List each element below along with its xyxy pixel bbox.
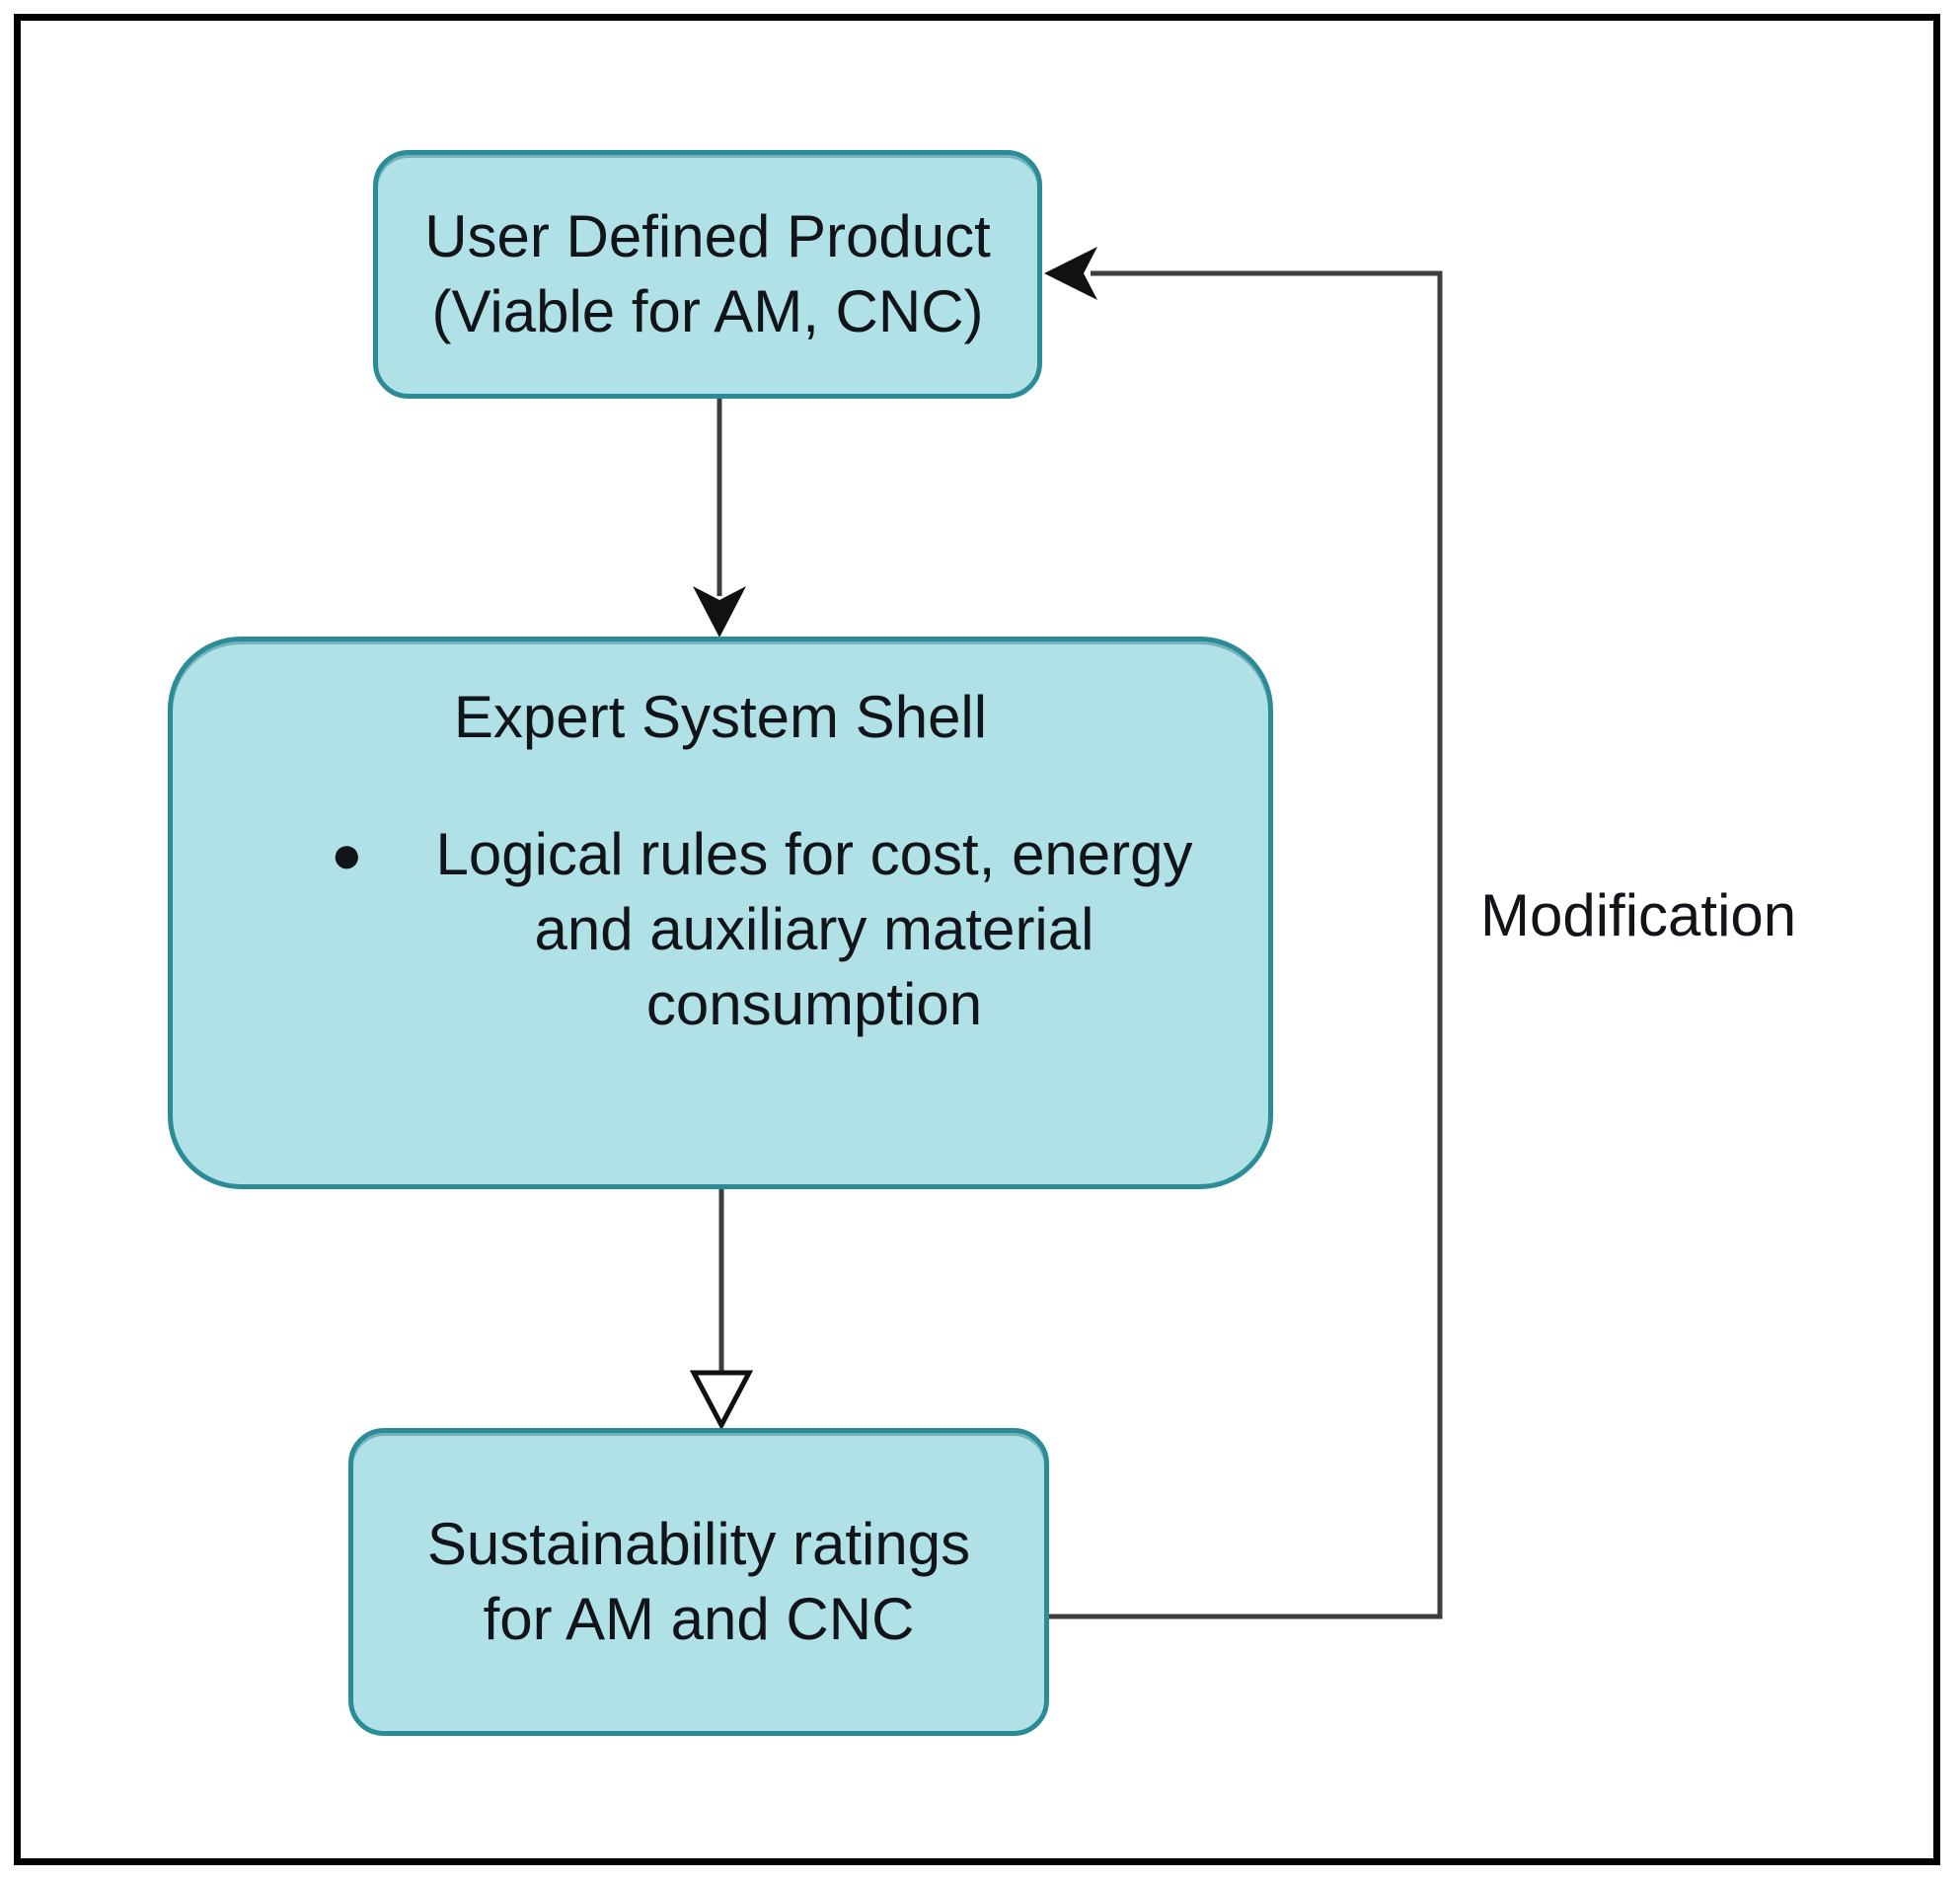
node-expert-system-shell: Expert System Shell ● Logical rules for … xyxy=(168,637,1273,1189)
expert-bullet-item: ● Logical rules for cost, energy and aux… xyxy=(173,817,1268,1042)
outer-border-frame xyxy=(14,14,1940,1865)
node-expert-system-shell-title: Expert System Shell xyxy=(453,684,988,750)
expert-bullet-line1: Logical rules for cost, energy xyxy=(435,821,1193,887)
node-sustainability-ratings-line2: for AM and CNC xyxy=(483,1586,915,1652)
bullet-icon: ● xyxy=(331,825,363,884)
expert-bullet-line3: consumption xyxy=(645,971,983,1037)
node-sustainability-ratings-line1: Sustainability ratings xyxy=(426,1511,971,1577)
node-user-defined-product: User Defined Product (Viable for AM, CNC… xyxy=(373,150,1042,399)
node-sustainability-ratings: Sustainability ratings for AM and CNC xyxy=(348,1428,1049,1736)
feedback-edge-label: Modification xyxy=(1480,882,1797,948)
node-user-defined-product-line2: (Viable for AM, CNC) xyxy=(431,278,984,344)
expert-bullet-text: Logical rules for cost, energy and auxil… xyxy=(390,817,1239,1042)
expert-bullet-line2: and auxiliary material xyxy=(534,896,1094,962)
node-user-defined-product-line1: User Defined Product xyxy=(424,203,991,269)
